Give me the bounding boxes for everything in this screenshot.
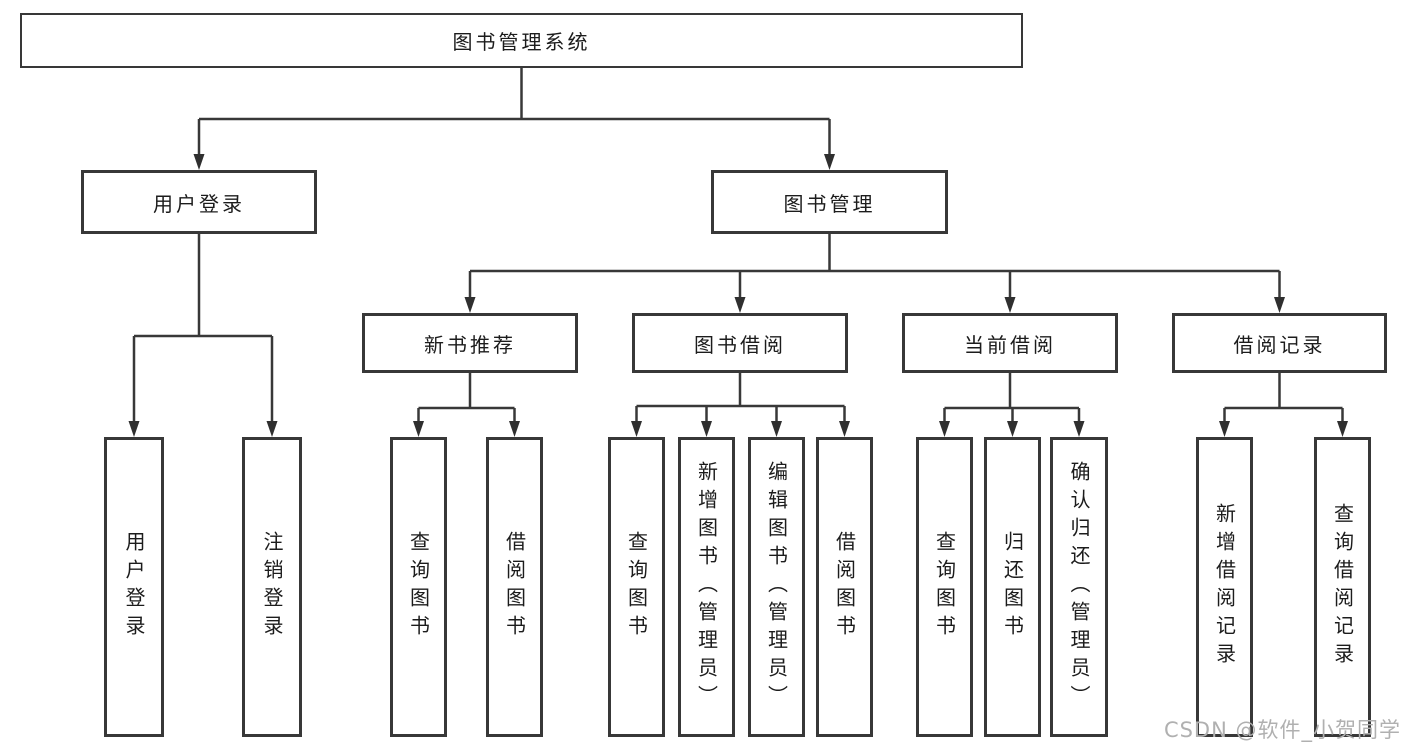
node-book-management: 图书管理: [711, 170, 948, 234]
leaf-user-login: 用户登录: [104, 437, 164, 737]
leaf-add-books-admin: 新增图书（管理员）: [678, 437, 735, 737]
leaf-edit-books-admin: 编辑图书（管理员）: [748, 437, 805, 737]
csdn-watermark: CSDN @软件_小贺同学: [1163, 718, 1401, 742]
leaf-add-borrow-record: 新增借阅记录: [1196, 437, 1253, 737]
node-library-management-system: 图书管理系统: [20, 13, 1023, 68]
tree-edges: [132, 68, 1344, 423]
leaf-query-books-borrow: 查询图书: [608, 437, 665, 737]
leaf-logout: 注销登录: [242, 437, 302, 737]
leaf-return-books: 归还图书: [984, 437, 1041, 737]
node-book-borrow: 图书借阅: [632, 313, 848, 373]
leaf-query-books-current: 查询图书: [916, 437, 973, 737]
node-new-book-recommend: 新书推荐: [362, 313, 578, 373]
leaf-query-books-recommend: 查询图书: [390, 437, 447, 737]
leaf-borrow-books-recommend: 借阅图书: [486, 437, 543, 737]
node-user-login: 用户登录: [81, 170, 317, 234]
arrowheads: [128, 154, 1348, 437]
leaf-query-borrow-record: 查询借阅记录: [1314, 437, 1371, 737]
leaf-borrow-books: 借阅图书: [816, 437, 873, 737]
leaf-confirm-return-admin: 确认归还（管理员）: [1050, 437, 1108, 737]
node-borrow-records: 借阅记录: [1172, 313, 1387, 373]
node-current-borrow: 当前借阅: [902, 313, 1118, 373]
